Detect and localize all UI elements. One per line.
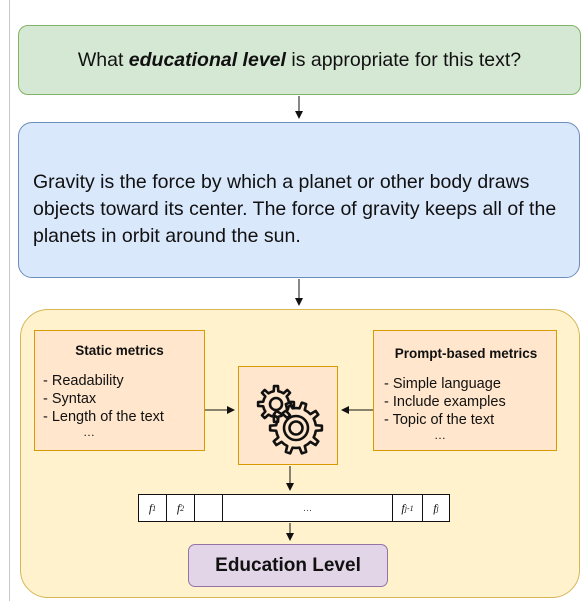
static-metrics-ellipsis: …	[83, 425, 95, 439]
input-text: Gravity is the force by which a planet o…	[33, 171, 557, 247]
prompt-metrics-title: Prompt-based metrics	[394, 346, 538, 361]
prompt-metric-item: - Topic of the text	[384, 412, 495, 428]
static-metric-item: - Length of the text	[43, 409, 164, 425]
gears-icon	[256, 384, 324, 455]
question-prefix: What	[77, 48, 124, 71]
education-level-label: Education Level	[215, 554, 361, 576]
prompt-metrics-ellipsis: …	[434, 428, 446, 442]
input-text-box: Gravity is the force by which a planet o…	[18, 122, 580, 278]
prompt-metric-item: - Include examples	[384, 394, 506, 410]
question-suffix: is appropriate for this text?	[291, 48, 522, 71]
feature-cell	[195, 495, 223, 521]
prompt-metric-item: - Simple language	[384, 376, 501, 392]
static-metrics-box: Static metrics - Readability - Syntax - …	[34, 330, 205, 451]
question-emphasis: educational level	[128, 48, 286, 71]
static-metric-item: - Readability	[43, 373, 124, 389]
prompt-metrics-box: Prompt-based metrics - Simple language -…	[373, 330, 557, 451]
left-border-line	[9, 0, 10, 601]
aggregator-box	[238, 366, 338, 465]
question-box: What educational level is appropriate fo…	[18, 25, 581, 95]
feature-cell-gap: …	[223, 495, 393, 521]
static-metrics-title: Static metrics	[75, 343, 164, 358]
static-metric-item: - Syntax	[43, 391, 97, 407]
education-level-box: Education Level	[188, 544, 388, 587]
